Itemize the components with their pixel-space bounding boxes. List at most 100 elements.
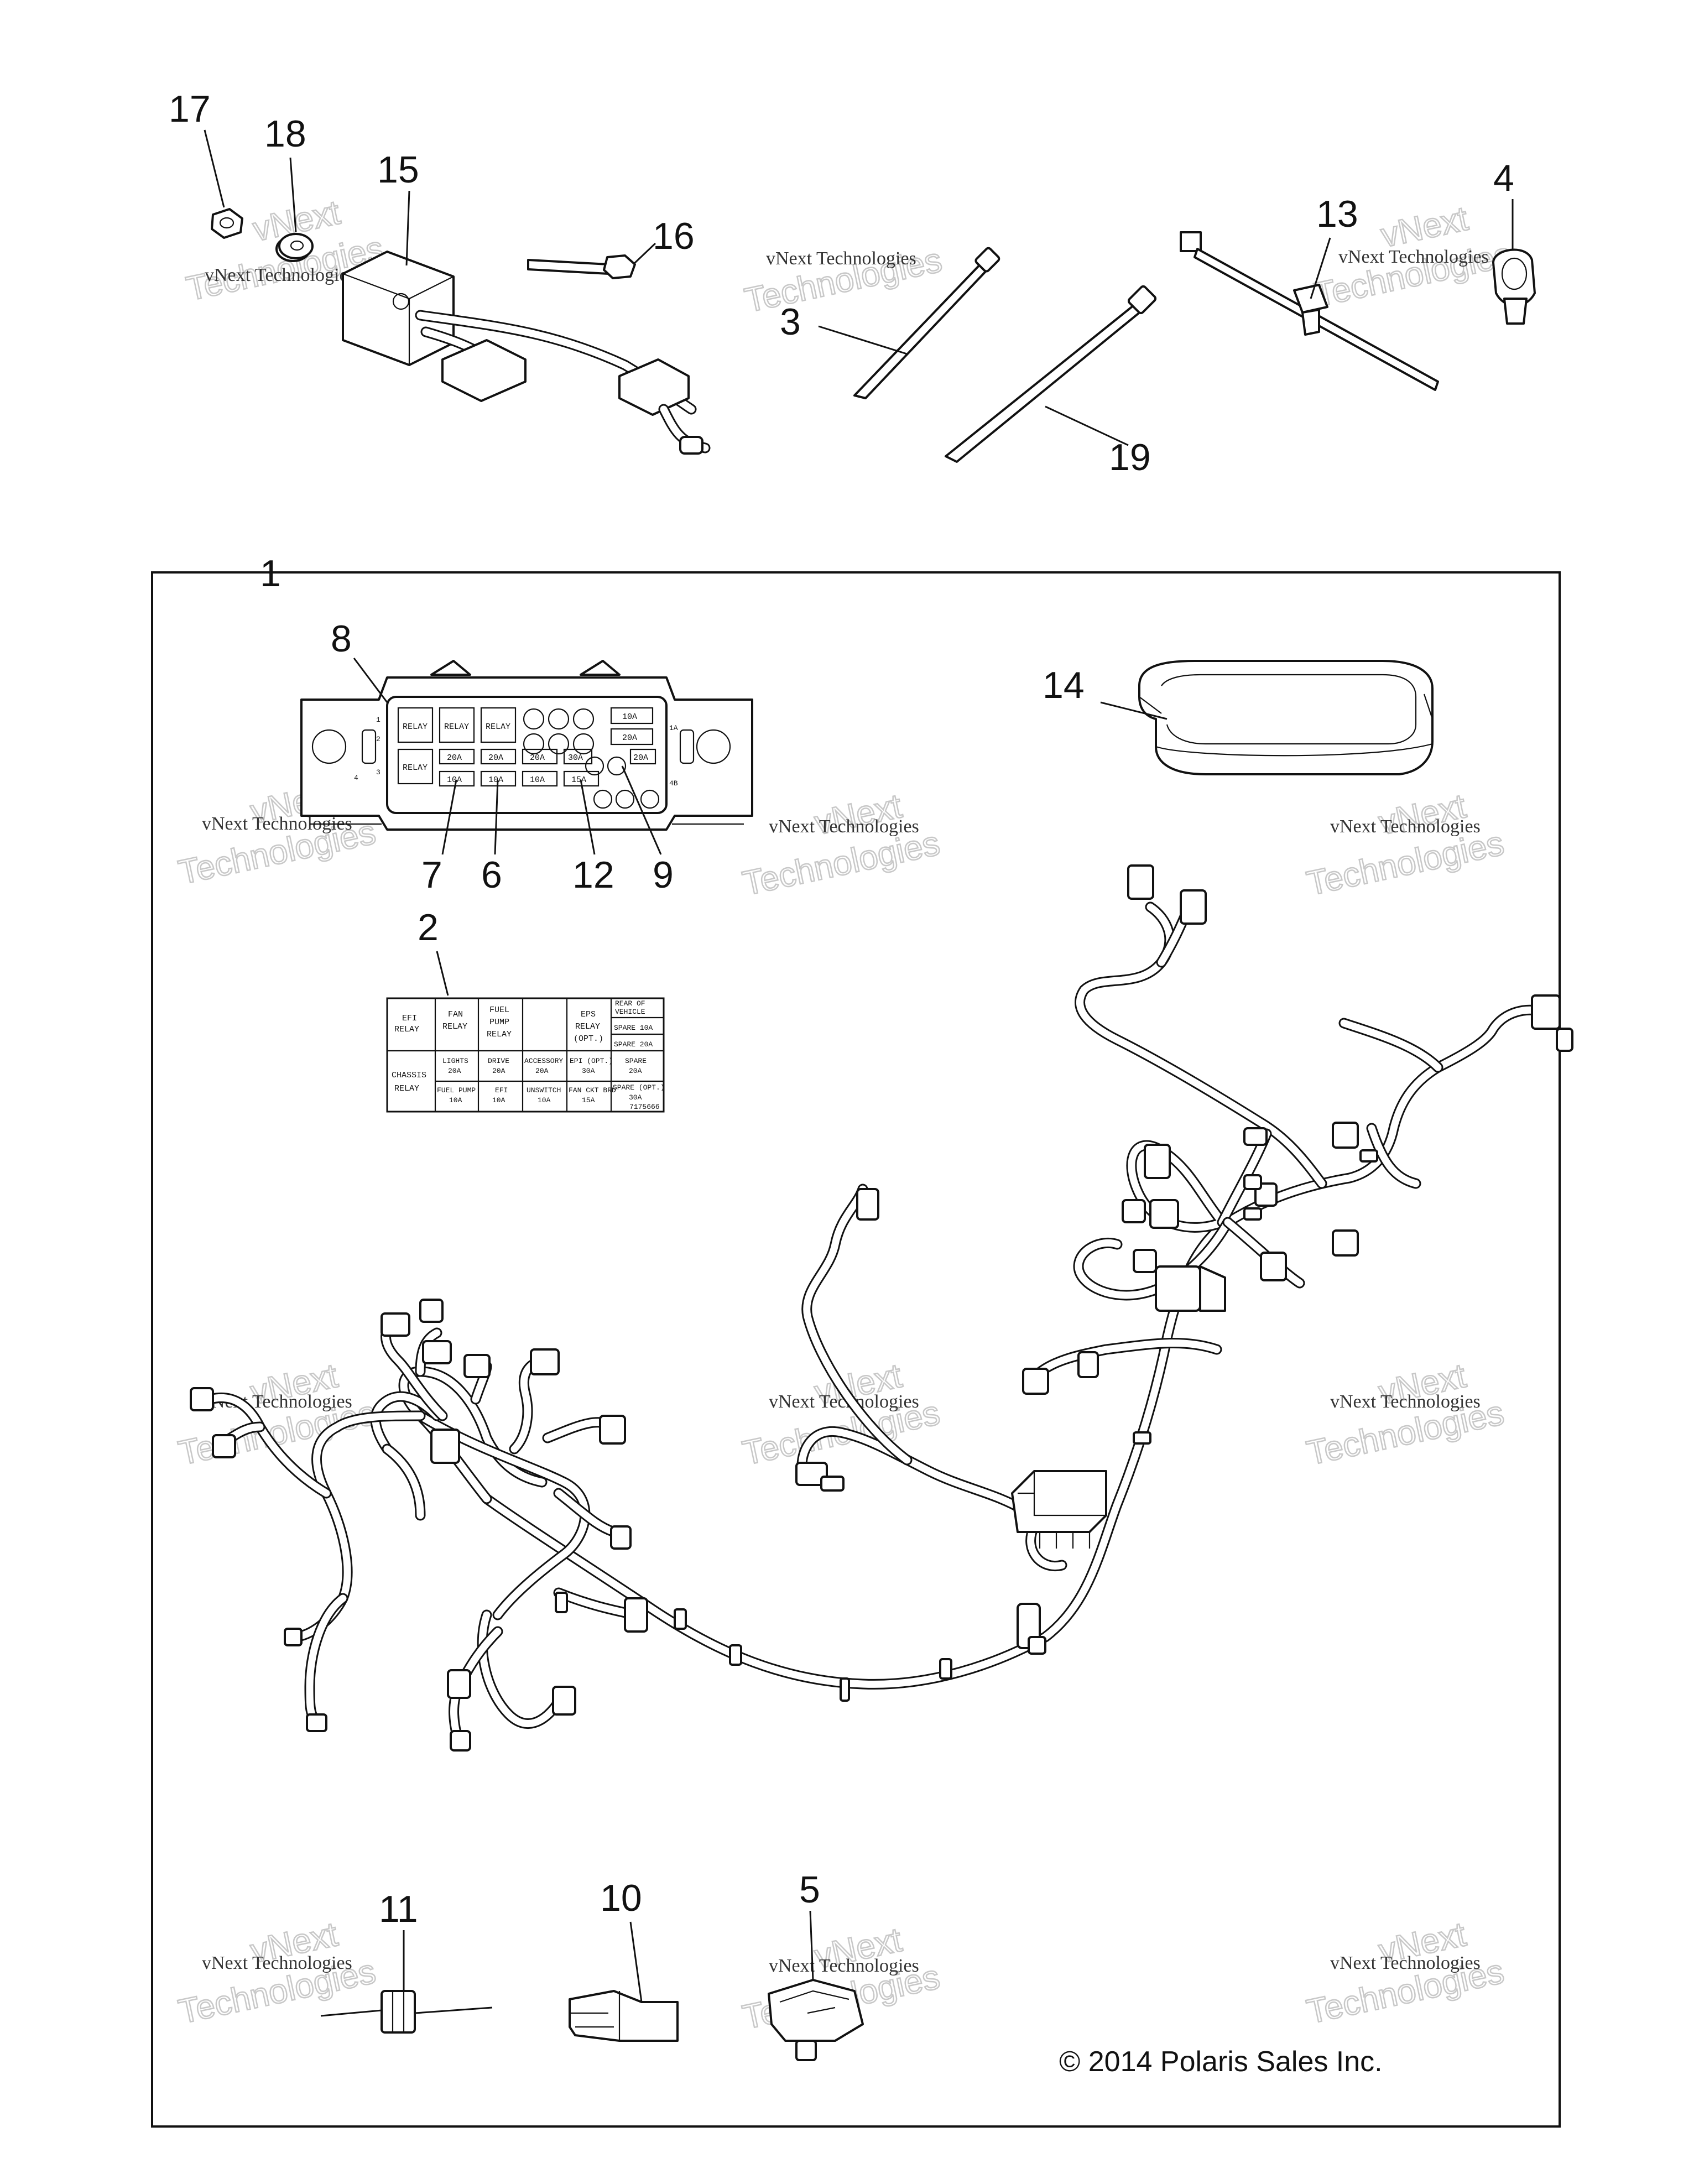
svg-text:RELAY: RELAY bbox=[575, 1022, 600, 1031]
callout-11: 11 bbox=[379, 1888, 418, 1930]
callout-6: 6 bbox=[481, 854, 502, 896]
svg-text:LIGHTS: LIGHTS bbox=[442, 1057, 468, 1065]
callout-10: 10 bbox=[600, 1877, 642, 1919]
main-wire-harness bbox=[190, 864, 1573, 1752]
watermark-mid-center: Technologies vNext bbox=[739, 786, 944, 904]
svg-text:20A: 20A bbox=[535, 1067, 549, 1075]
part-4-clip: 4 bbox=[1492, 157, 1536, 325]
callout-8: 8 bbox=[331, 618, 352, 660]
svg-text:2: 2 bbox=[376, 735, 381, 743]
part-16-bolt: 16 bbox=[527, 215, 695, 279]
callout-17: 17 bbox=[169, 88, 211, 130]
svg-text:10A: 10A bbox=[622, 712, 637, 722]
svg-text:20A: 20A bbox=[530, 753, 545, 763]
svg-text:15A: 15A bbox=[571, 775, 586, 785]
svg-text:1: 1 bbox=[376, 716, 381, 724]
svg-text:20A: 20A bbox=[629, 1067, 642, 1075]
callout-18: 18 bbox=[264, 113, 306, 155]
svg-text:FAN CKT BRD: FAN CKT BRD bbox=[569, 1086, 616, 1094]
svg-text:UNSWITCH: UNSWITCH bbox=[527, 1086, 561, 1094]
svg-text:RELAY: RELAY bbox=[486, 722, 510, 732]
callout-2: 2 bbox=[418, 906, 439, 948]
part-14-fuse-cover: 14 bbox=[1043, 660, 1434, 775]
harness-connectors bbox=[190, 864, 1573, 1752]
svg-text:EFI: EFI bbox=[402, 1014, 417, 1023]
watermark-text: vNext Technologies bbox=[769, 1956, 919, 1976]
svg-text:10A: 10A bbox=[530, 775, 545, 785]
callout-15: 15 bbox=[377, 149, 419, 191]
part-5-connector: 5 bbox=[768, 1869, 864, 2061]
watermark-text: vNext Technologies bbox=[1338, 247, 1489, 267]
svg-text:ACCESSORY: ACCESSORY bbox=[524, 1057, 563, 1065]
watermark-mid-right: Technologies vNext bbox=[1303, 786, 1508, 904]
part-8-fuse-box: 1 2 3 4 1A 4B RELAY RELAY RELAY RELAY 10… bbox=[300, 618, 753, 831]
svg-text:20A: 20A bbox=[447, 753, 462, 763]
svg-text:10A: 10A bbox=[449, 1096, 462, 1104]
svg-text:20A: 20A bbox=[492, 1067, 505, 1075]
svg-text:RELAY: RELAY bbox=[403, 763, 428, 773]
part-10-terminal: 10 bbox=[569, 1877, 679, 2042]
watermark-text: vNext Technologies bbox=[769, 816, 919, 837]
part-19-cable-tie: 19 bbox=[945, 285, 1157, 478]
svg-text:PUMP: PUMP bbox=[489, 1018, 509, 1027]
part-11-fuse-holder: 11 bbox=[320, 1888, 493, 2034]
callout-9: 9 bbox=[653, 854, 674, 896]
svg-text:RELAY: RELAY bbox=[444, 722, 469, 732]
svg-text:VEHICLE: VEHICLE bbox=[615, 1008, 645, 1016]
watermark-text: vNext Technologies bbox=[1330, 816, 1481, 837]
svg-text:FUEL: FUEL bbox=[489, 1005, 509, 1015]
svg-text:SPARE 10A: SPARE 10A bbox=[614, 1024, 653, 1032]
callout-5: 5 bbox=[799, 1869, 820, 1911]
svg-text:SPARE (OPT.): SPARE (OPT.) bbox=[613, 1083, 665, 1092]
svg-text:10A: 10A bbox=[538, 1096, 551, 1104]
watermark-text: vNext Technologies bbox=[1330, 1953, 1481, 1973]
callout-19: 19 bbox=[1109, 436, 1151, 478]
part-2-fuse-label: 2 EFI RELAY FAN RELAY FUEL PUMP RELAY EP… bbox=[386, 906, 665, 1113]
svg-text:10A: 10A bbox=[488, 775, 503, 785]
svg-text:EPI (OPT.): EPI (OPT.) bbox=[570, 1057, 613, 1065]
svg-text:10A: 10A bbox=[447, 775, 462, 785]
watermark-text: vNext Technologies bbox=[1330, 1391, 1481, 1412]
part-17-nut: 17 bbox=[169, 88, 243, 239]
svg-text:30A: 30A bbox=[629, 1093, 642, 1102]
copyright-notice: © 2014 Polaris Sales Inc. bbox=[1059, 2046, 1383, 2078]
svg-text:EFI: EFI bbox=[495, 1086, 508, 1094]
watermark-text: vNext Technologies bbox=[766, 248, 916, 269]
svg-text:30A: 30A bbox=[568, 753, 583, 763]
svg-text:CHASSIS: CHASSIS bbox=[392, 1071, 426, 1080]
svg-text:20A: 20A bbox=[448, 1067, 461, 1075]
svg-text:RELAY: RELAY bbox=[394, 1084, 419, 1093]
svg-text:(OPT.): (OPT.) bbox=[574, 1034, 603, 1044]
part-13-push-tie: 13 bbox=[1180, 193, 1439, 391]
svg-text:RELAY: RELAY bbox=[403, 722, 428, 732]
fuse-box-leaders: 7 6 12 9 bbox=[421, 765, 674, 896]
svg-text:RELAY: RELAY bbox=[394, 1025, 419, 1034]
callout-13: 13 bbox=[1316, 193, 1358, 235]
svg-text:SPARE 20A: SPARE 20A bbox=[614, 1040, 653, 1049]
callout-14: 14 bbox=[1043, 664, 1085, 706]
callout-7: 7 bbox=[421, 854, 442, 896]
svg-text:20A: 20A bbox=[622, 733, 637, 743]
svg-text:20A: 20A bbox=[633, 753, 648, 763]
svg-text:20A: 20A bbox=[488, 753, 503, 763]
svg-text:4B: 4B bbox=[669, 779, 678, 788]
callout-4: 4 bbox=[1493, 157, 1514, 199]
svg-text:SPARE: SPARE bbox=[625, 1057, 647, 1065]
svg-text:EPS: EPS bbox=[581, 1010, 596, 1019]
svg-text:RELAY: RELAY bbox=[442, 1022, 467, 1031]
svg-text:1A: 1A bbox=[669, 724, 678, 732]
watermarks: Technologies vNext vNext Technologies Te… bbox=[175, 192, 1516, 2037]
callout-16: 16 bbox=[653, 215, 695, 257]
svg-text:FAN: FAN bbox=[448, 1010, 463, 1019]
watermark-text: vNext Technologies bbox=[202, 1953, 352, 1973]
svg-text:RELAY: RELAY bbox=[487, 1030, 512, 1039]
callout-12: 12 bbox=[572, 854, 614, 896]
svg-text:30A: 30A bbox=[582, 1067, 595, 1075]
svg-text:FUEL PUMP: FUEL PUMP bbox=[437, 1086, 476, 1094]
watermark-text: vNext Technologies bbox=[205, 265, 355, 285]
svg-text:10A: 10A bbox=[492, 1096, 505, 1104]
svg-text:4: 4 bbox=[354, 774, 358, 782]
svg-text:REAR OF: REAR OF bbox=[615, 999, 645, 1008]
svg-text:15A: 15A bbox=[582, 1096, 595, 1104]
